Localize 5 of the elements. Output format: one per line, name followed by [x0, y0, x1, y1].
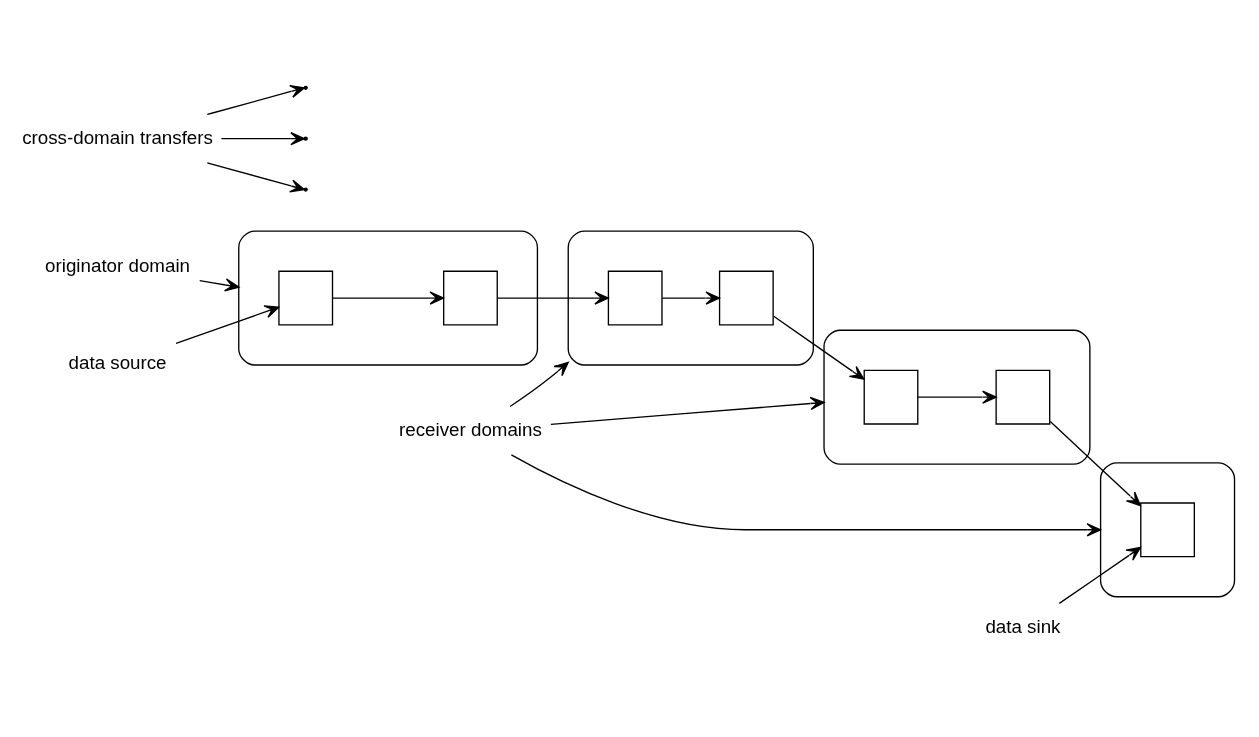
node-text: receiver domains — [399, 418, 542, 440]
node-text: data sink — [985, 614, 1061, 636]
node-text: originator domain — [45, 254, 190, 276]
node-text: cross-domain transfers — [22, 126, 213, 148]
node-text: data source — [68, 351, 167, 373]
